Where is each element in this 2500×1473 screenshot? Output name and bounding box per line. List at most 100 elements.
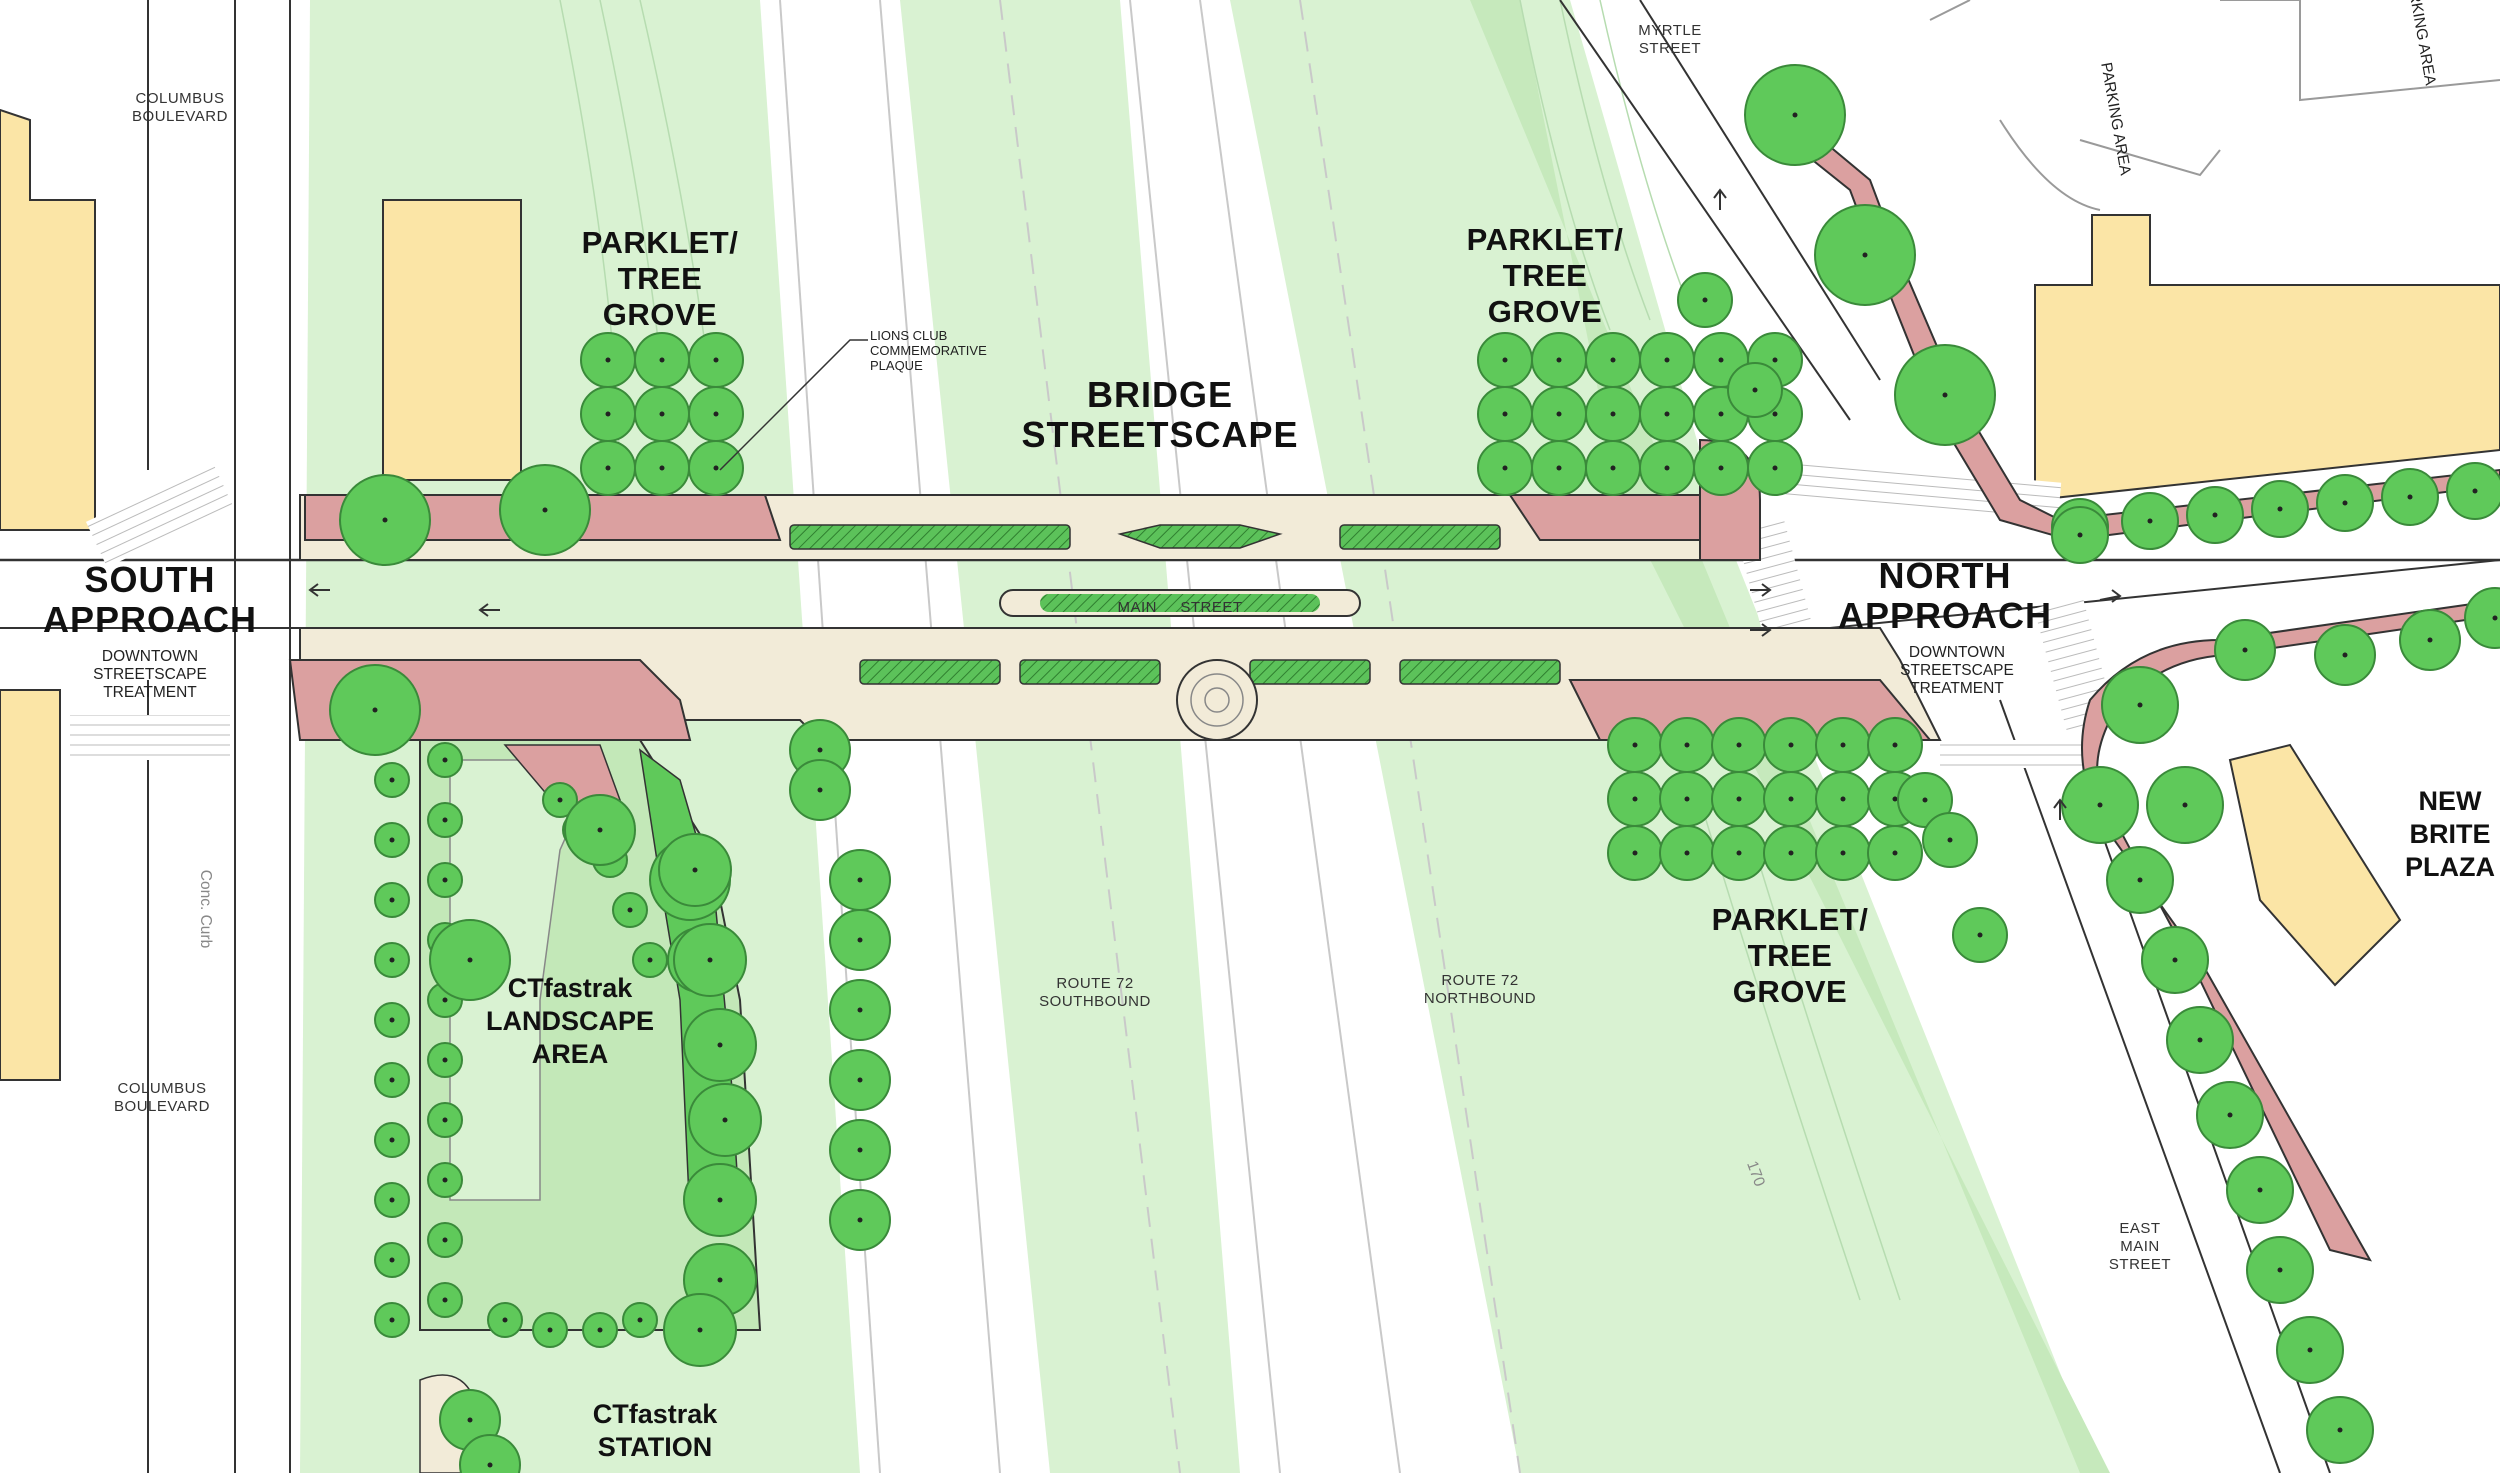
tree-trunk-dot — [2097, 802, 2103, 808]
tree-trunk-dot — [597, 1327, 603, 1333]
tree-trunk-dot — [389, 1137, 395, 1143]
tree-trunk-dot — [389, 897, 395, 903]
tree-trunk-dot — [442, 1057, 448, 1063]
tree-trunk-dot — [1664, 357, 1670, 363]
tree-trunk-dot — [1702, 297, 1708, 303]
tree-trunk-dot — [389, 1077, 395, 1083]
tree-trunk-dot — [389, 1317, 395, 1323]
tree-trunk-dot — [713, 357, 719, 363]
tree-trunk-dot — [717, 1197, 723, 1203]
tree-trunk-dot — [1718, 465, 1724, 471]
tree-trunk-dot — [817, 747, 823, 753]
tree-trunk-dot — [2147, 518, 2153, 524]
tree-trunk-dot — [372, 707, 378, 713]
tree-trunk-dot — [389, 957, 395, 963]
tree-trunk-dot — [857, 877, 863, 883]
tree-trunk-dot — [389, 777, 395, 783]
tree-trunk-dot — [659, 411, 665, 417]
tree-trunk-dot — [2472, 488, 2478, 494]
tree-trunk-dot — [1610, 465, 1616, 471]
buildings-left — [0, 108, 522, 1081]
tree-trunk-dot — [557, 797, 563, 803]
tree-trunk-dot — [1840, 796, 1846, 802]
tree-trunk-dot — [1840, 850, 1846, 856]
tree-trunk-dot — [605, 465, 611, 471]
tree-trunk-dot — [1610, 357, 1616, 363]
tree-canopies — [329, 64, 2500, 1473]
tree-trunk-dot — [442, 997, 448, 1003]
tree-trunk-dot — [1772, 465, 1778, 471]
tree-trunk-dot — [1788, 796, 1794, 802]
tree-trunk-dot — [692, 867, 698, 873]
tree-trunk-dot — [1684, 742, 1690, 748]
parking-area-outlines — [1929, 0, 2500, 211]
tree-trunk-dot — [659, 465, 665, 471]
tree-trunk-dot — [1718, 357, 1724, 363]
tree-trunk-dot — [857, 1007, 863, 1013]
tree-trunk-dot — [857, 1147, 863, 1153]
tree-trunk-dot — [1684, 850, 1690, 856]
tree-trunk-dot — [722, 1117, 728, 1123]
tree-trunk-dot — [1736, 742, 1742, 748]
tree-trunk-dot — [1788, 850, 1794, 856]
tree-trunk-dot — [1922, 797, 1928, 803]
red-pavement — [288, 128, 2500, 1262]
tree-trunk-dot — [442, 817, 448, 823]
tree-trunk-dot — [857, 1077, 863, 1083]
tree-trunk-dot — [1502, 411, 1508, 417]
tree-trunk-dot — [389, 837, 395, 843]
tree-trunk-dot — [542, 507, 548, 513]
buildings-right — [2034, 214, 2500, 987]
tree-trunk-dot — [1632, 796, 1638, 802]
plaque-leader-line — [719, 339, 868, 471]
tree-trunk-dot — [442, 757, 448, 763]
tree-trunk-dot — [707, 957, 713, 963]
tree-trunk-dot — [1788, 742, 1794, 748]
tree-trunk-dot — [2307, 1347, 2313, 1353]
tree-trunk-dot — [2137, 702, 2143, 708]
tree-trunk-dot — [1610, 411, 1616, 417]
tree-trunk-dot — [2277, 1267, 2283, 1273]
tree-trunk-dot — [1556, 357, 1562, 363]
tree-trunk-dot — [647, 957, 653, 963]
tree-trunk-dot — [382, 517, 388, 523]
tree-trunk-dot — [1772, 357, 1778, 363]
tree-trunk-dot — [817, 787, 823, 793]
tree-trunk-dot — [1752, 387, 1758, 393]
tree-trunk-dot — [2197, 1037, 2203, 1043]
tree-trunk-dot — [442, 1117, 448, 1123]
tree-trunk-dot — [2342, 500, 2348, 506]
tree-trunk-dot — [1664, 411, 1670, 417]
tree-trunk-dot — [605, 411, 611, 417]
tree-trunk-dot — [1840, 742, 1846, 748]
tree-trunk-dot — [605, 357, 611, 363]
tree-trunk-dot — [1556, 465, 1562, 471]
tree-trunk-dot — [2137, 877, 2143, 883]
crosswalks — [70, 457, 2116, 768]
tree-trunk-dot — [857, 1217, 863, 1223]
tree-trunk-dot — [1892, 850, 1898, 856]
tree-trunk-dot — [389, 1257, 395, 1263]
lane-arrows — [308, 188, 2122, 820]
tree-canopy — [2464, 587, 2500, 649]
tree-trunk-dot — [2172, 957, 2178, 963]
tree-trunk-dot — [2277, 506, 2283, 512]
tree-trunk-dot — [2342, 652, 2348, 658]
tree-trunk-dot — [713, 465, 719, 471]
tree-trunk-dot — [1792, 112, 1798, 118]
tree-trunk-dot — [2212, 512, 2218, 518]
tree-trunk-dot — [442, 1297, 448, 1303]
tree-trunk-dot — [1862, 252, 1868, 258]
tree-trunk-dot — [1892, 796, 1898, 802]
tree-trunk-dot — [502, 1317, 508, 1323]
tree-trunk-dot — [2242, 647, 2248, 653]
tree-trunk-dot — [442, 877, 448, 883]
tree-canopy — [459, 1434, 521, 1473]
tree-trunk-dot — [1892, 742, 1898, 748]
tree-trunk-dot — [2257, 1187, 2263, 1193]
tree-trunk-dot — [1736, 850, 1742, 856]
tree-trunk-dot — [2492, 615, 2498, 621]
tree-trunk-dot — [1977, 932, 1983, 938]
tree-trunk-dot — [389, 1197, 395, 1203]
